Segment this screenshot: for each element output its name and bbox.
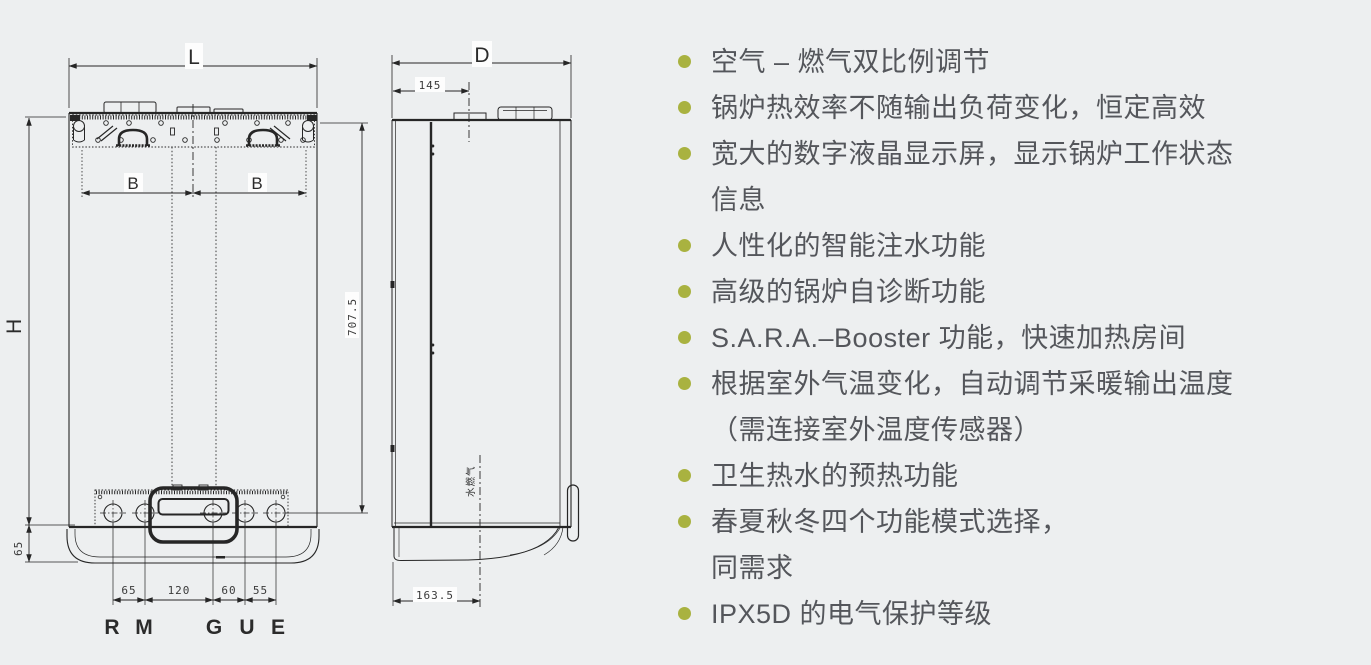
- bottom-dim-chain: 65 120 60 55: [112, 522, 277, 605]
- feature-text: 锅炉热效率不随输出负荷变化，恒定高效: [711, 93, 1206, 123]
- dim-707-5-label: 707.5: [346, 298, 359, 336]
- feature-item: 锅炉热效率不随输出负荷变化，恒定高效: [666, 85, 1371, 131]
- connection-G: G: [206, 616, 222, 639]
- siphon-cover: [148, 484, 239, 544]
- pipe-connections: [100, 500, 289, 526]
- feature-text: 春夏秋冬四个功能模式选择，: [711, 507, 1069, 537]
- feature-item: S.A.R.A.–Booster 功能，快速加热房间: [666, 315, 1371, 361]
- keyhole-slot-right: [302, 120, 314, 143]
- boiler-dimension-drawing: L: [3, 41, 580, 639]
- side-bottom-cap: [392, 522, 571, 562]
- feature-item: 空气 – 燃气双比例调节: [666, 39, 1371, 85]
- plate-holes: [95, 120, 306, 143]
- mounting-plate: [70, 114, 317, 148]
- bullet-icon: [678, 239, 691, 252]
- feature-item: 卫生热水的预热功能: [666, 453, 1371, 499]
- connection-letters: R M G U E: [104, 616, 285, 639]
- bullet-icon: [678, 55, 691, 68]
- feature-text: 信息: [711, 185, 766, 215]
- dim-B-left-label: B: [127, 174, 138, 193]
- bullet-icon: [678, 377, 691, 390]
- dim-163-5-label: 163.5: [416, 589, 454, 602]
- dim-L: L: [68, 43, 318, 108]
- feature-text: 空气 – 燃气双比例调节: [711, 47, 991, 77]
- dim-65-label: 65: [121, 584, 136, 597]
- feature-text: （需连接室外温度传感器）: [711, 415, 1041, 445]
- bullet-icon: [678, 101, 691, 114]
- feature-text: 人性化的智能注水功能: [711, 231, 986, 261]
- connection-plate: [94, 484, 289, 544]
- dim-D: D: [391, 41, 572, 118]
- feature-item: 根据室外气温变化，自动调节采暖输出温度 （需连接室外温度传感器）: [666, 361, 1371, 453]
- bullet-icon: [678, 607, 691, 620]
- feature-text: 同需求: [711, 553, 794, 583]
- door-clip: [566, 484, 580, 542]
- feature-text: S.A.R.A.–Booster 功能，快速加热房间: [711, 323, 1187, 353]
- connection-M: M: [135, 616, 153, 639]
- connection-E: E: [271, 616, 285, 639]
- dim-L-label: L: [188, 46, 200, 69]
- connection-U: U: [239, 616, 254, 639]
- dim-145: 145: [392, 77, 470, 142]
- feature-item: 高级的锅炉自诊断功能: [666, 269, 1371, 315]
- dim-55-label: 55: [253, 584, 268, 597]
- front-view: L: [3, 43, 368, 639]
- dim-145-label: 145: [419, 79, 442, 92]
- dim-H-label: H: [3, 319, 26, 334]
- bracket-left: [116, 128, 150, 147]
- dim-65-vert-label: 65: [12, 541, 25, 556]
- dim-D-label: D: [474, 44, 489, 67]
- bullet-icon: [678, 285, 691, 298]
- feature-text: 宽大的数字液晶显示屏，显示锅炉工作状态: [711, 139, 1234, 169]
- dim-H: H 65: [3, 116, 78, 563]
- feature-text: 根据室外气温变化，自动调节采暖输出温度: [711, 369, 1234, 399]
- dim-60-label: 60: [221, 584, 236, 597]
- side-view: D 145: [390, 41, 580, 608]
- side-top-fittings: [453, 106, 553, 121]
- bullet-icon: [678, 515, 691, 528]
- dim-B: B B: [81, 150, 307, 198]
- pipe-area-label: 水燃气: [465, 465, 477, 497]
- dim-120-label: 120: [168, 584, 191, 597]
- connection-R: R: [104, 616, 119, 639]
- feature-item: 春夏秋冬四个功能模式选择， 同需求: [666, 499, 1371, 591]
- dim-707-5: 707.5: [285, 122, 368, 514]
- front-bottom-cap: [66, 525, 320, 564]
- bullet-icon: [678, 469, 691, 482]
- feature-text: IPX5D 的电气保护等级: [711, 599, 993, 629]
- front-top-fittings: [103, 101, 244, 114]
- feature-list: 空气 – 燃气双比例调节 锅炉热效率不随输出负荷变化，恒定高效 宽大的数字液晶显…: [666, 39, 1371, 637]
- dim-B-right-label: B: [251, 174, 262, 193]
- feature-text: 高级的锅炉自诊断功能: [711, 277, 986, 307]
- keyhole-slot-left: [73, 120, 85, 143]
- bullet-icon: [678, 331, 691, 344]
- feature-item: 人性化的智能注水功能: [666, 223, 1371, 269]
- bracket-right: [246, 128, 280, 147]
- bullet-icon: [678, 147, 691, 160]
- feature-item: 宽大的数字液晶显示屏，显示锅炉工作状态 信息: [666, 131, 1371, 223]
- feature-text: 卫生热水的预热功能: [711, 461, 959, 491]
- dim-163-5: 163.5: [392, 562, 481, 606]
- panel-pins: [390, 144, 435, 452]
- feature-item: IPX5D 的电气保护等级: [666, 591, 1371, 637]
